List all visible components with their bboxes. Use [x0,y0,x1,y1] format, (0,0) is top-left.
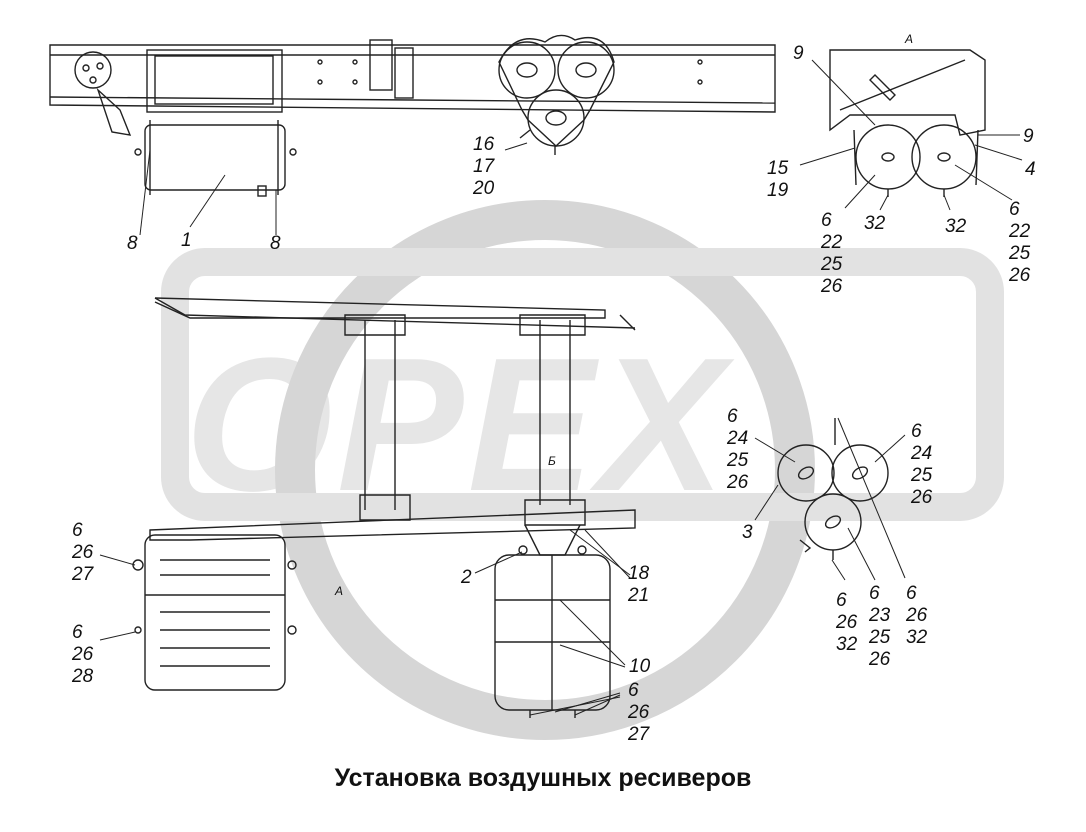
frame-rail-side-view [49,39,776,136]
callout-9-right: 9 [1023,126,1034,147]
triple-receiver-end-view-top [498,34,615,155]
view-mark-a-top: А [905,32,914,46]
receiver-pair-left-plan [132,534,297,691]
callout-1: 1 [181,230,192,251]
view-mark-a-side: А [335,584,344,598]
watermark-logo: OPEX [185,319,729,531]
callout-9-top: 9 [793,43,804,64]
receiver-pair-center-plan [494,524,611,718]
watermark-gear [275,200,815,740]
view-mark-b: Б [548,454,556,468]
callout-8-left: 8 [127,233,138,254]
callout-4: 4 [1025,159,1036,180]
callout-10: 10 [629,656,651,677]
callout-8-right: 8 [270,233,281,254]
leader-lines [99,59,1023,716]
watermark-frame [161,248,1004,521]
figure-caption: Установка воздушных ресиверов [334,764,752,792]
callout-32-b: 32 [945,216,967,237]
receiver-tank-side-view [134,120,297,197]
callout-3: 3 [742,522,753,543]
callout-32-a: 32 [864,213,886,234]
frame-plan-view [149,297,636,541]
view-a-frame-and-receivers [829,49,986,197]
triple-receiver-end-view-bottom [777,418,889,560]
callout-2: 2 [461,567,472,588]
